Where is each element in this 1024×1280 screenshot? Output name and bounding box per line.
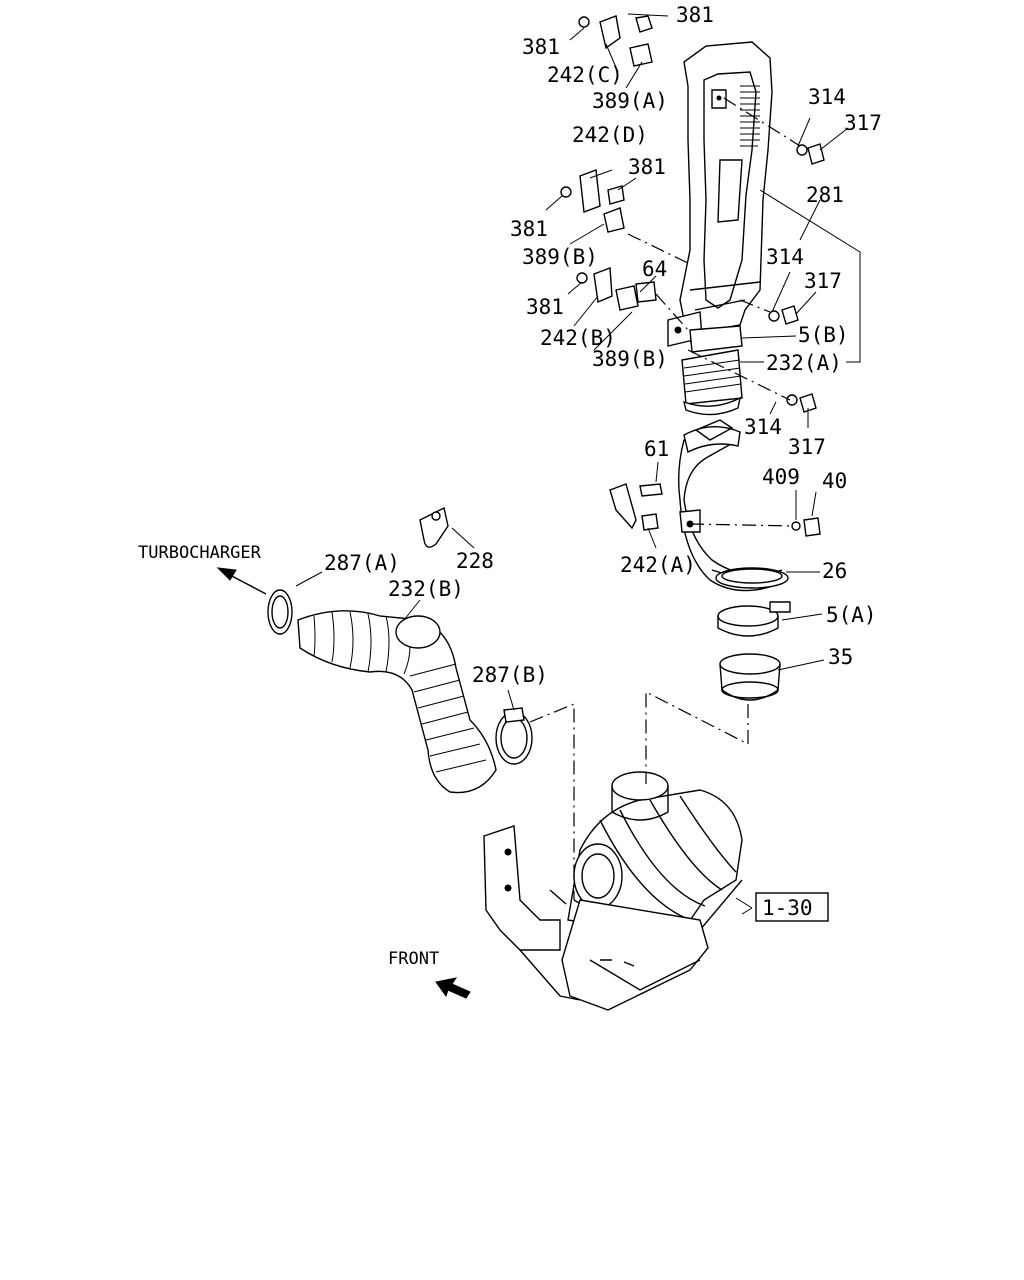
intake-elbow-26 [677,419,789,592]
label-317-low: 317 [788,435,826,459]
label-242a: 242(A) [620,553,696,577]
intake-duct-281 [667,41,773,416]
front-arrow-icon [435,977,471,999]
label-381-top-left: 381 [522,35,560,59]
label-409: 409 [762,465,800,489]
label-389b-lower: 389(B) [592,347,668,371]
label-242d: 242(D) [572,123,648,147]
label-35: 35 [828,645,853,669]
label-314-low: 314 [744,415,782,439]
label-389a: 389(A) [592,89,668,113]
label-381-mid-right: 381 [628,155,666,179]
ref-box-frame [755,892,829,922]
leader-lines [295,13,861,915]
label-317-mid: 317 [804,269,842,293]
label-242c: 242(C) [547,63,623,87]
label-61: 61 [644,437,669,461]
label-287a: 287(A) [324,551,400,575]
turbo-hose-232b [267,589,497,794]
label-26: 26 [822,559,847,583]
ref-box-label: 1-30 [762,896,813,920]
label-287b: 287(B) [472,663,548,687]
label-5a: 5(A) [826,603,877,627]
label-389b-upper: 389(B) [522,245,598,269]
label-232a: 232(A) [766,351,842,375]
label-64: 64 [642,257,667,281]
turbocharger-arrow [216,567,267,595]
label-317-top: 317 [844,111,882,135]
hardware-parts [560,15,825,537]
label-381-mid-left: 381 [510,217,548,241]
label-314-mid: 314 [766,245,804,269]
callout-labels: 381 381 242(C) 389(A) 314 317 242(D) 381… [138,3,882,969]
label-5b: 5(B) [798,323,849,347]
label-40: 40 [822,469,847,493]
clamp-35 [719,653,781,701]
label-232b: 232(B) [388,577,464,601]
label-242b: 242(B) [540,326,616,350]
clamp-287b [495,707,533,765]
label-turbocharger: TURBOCHARGER [138,543,262,563]
clip-228 [419,506,449,548]
clamp-5a [717,601,791,637]
label-381-top-right: 381 [676,3,714,27]
label-281: 281 [806,183,844,207]
label-381-low: 381 [526,295,564,319]
label-228: 228 [456,549,494,573]
air-cleaner-1-30 [483,771,743,1011]
label-front: FRONT [388,949,439,969]
label-314-top: 314 [808,85,846,109]
